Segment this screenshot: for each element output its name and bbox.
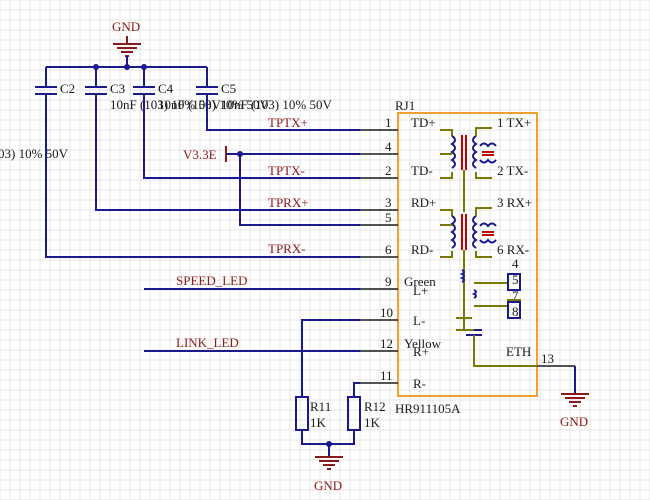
label-pin8-inner: 8 (512, 304, 519, 319)
wire-tptx-plus (206, 94, 360, 131)
net-tptx-minus: TPTX- (268, 163, 305, 178)
c4-ref: C4 (158, 81, 174, 96)
wire-tprx-plus (95, 94, 360, 211)
gnd-bottom-symbol: GND (314, 456, 343, 493)
label-tx-minus: 2 TX- (497, 163, 528, 178)
net-tprx-minus: TPRX- (268, 241, 306, 256)
rx-transformer (440, 207, 497, 258)
r12-value: 1K (364, 415, 381, 430)
pin-1: 1 (385, 115, 392, 130)
pin-12: 12 (380, 336, 393, 351)
pin-3: 3 (385, 195, 392, 210)
gnd-top-symbol: GND (112, 19, 141, 57)
r12-ref: R12 (364, 399, 386, 414)
resistor-r12[interactable]: R12 1K (347, 396, 386, 431)
vcc-label: V3.3E (183, 147, 217, 162)
gnd-top-label: GND (112, 19, 140, 34)
label-tx-plus: 1 TX+ (497, 115, 531, 130)
connector-ref: RJ1 (395, 98, 415, 113)
label-rd-plus: RD+ (411, 195, 436, 210)
pin-10: 10 (380, 305, 393, 320)
gnd-right-symbol: GND (560, 393, 589, 429)
r11-ref: R11 (310, 399, 331, 414)
label-rx-plus: 3 RX+ (497, 195, 532, 210)
tx-transformer (440, 127, 497, 179)
rj45-connector[interactable]: RJ1 HR911105A 1 4 2 3 5 6 9 10 12 11 13 … (360, 98, 575, 416)
net-tptx-plus: TPTX+ (268, 115, 308, 130)
termination-network (456, 170, 537, 367)
capacitor-c5[interactable]: C5 (196, 67, 236, 96)
pin-2: 2 (385, 163, 392, 178)
label-rx-minus: 6 RX- (497, 242, 529, 257)
connector-part: HR911105A (395, 401, 461, 416)
label-td-minus: TD- (411, 163, 433, 178)
net-speed-led: SPEED_LED (176, 273, 248, 288)
gnd-bottom-label: GND (314, 478, 342, 493)
capacitor-c4[interactable]: C4 (133, 67, 174, 96)
label-yellow: Yellow (404, 336, 442, 351)
label-pin4-inner: 4 (512, 256, 519, 271)
wire-tprx-minus (45, 94, 360, 258)
label-r-minus: R- (413, 376, 426, 391)
c3-ref: C3 (110, 81, 125, 96)
c5-ref: C5 (221, 81, 236, 96)
c3-value: 10nF (103) 10% 50V (110, 97, 221, 112)
cap-bus (46, 56, 207, 70)
label-l-plus: L+ (413, 283, 428, 298)
pin-4: 4 (385, 139, 392, 154)
capacitor-c2[interactable]: C2 (35, 67, 75, 96)
pin-11: 11 (380, 368, 393, 383)
c4-value: 10nF (103) 10% 50V (158, 97, 269, 112)
label-rd-minus: RD- (411, 242, 433, 257)
label-td-plus: TD+ (411, 115, 436, 130)
c2-value: 03) 10% 50V (0, 146, 69, 161)
net-link-led: LINK_LED (176, 335, 239, 350)
wire-r12-top (353, 382, 360, 397)
wire-tptx-minus (143, 94, 360, 179)
pin-6: 6 (385, 242, 392, 257)
wire-r11-top (301, 319, 360, 397)
capacitor-c3[interactable]: C3 (85, 67, 125, 96)
pin-13: 13 (541, 351, 554, 366)
c5-value: 10nF (103) 10% 50V (221, 97, 332, 112)
label-pin7-inner: 7 (512, 288, 519, 303)
gnd-right-label: GND (560, 414, 588, 429)
label-green: Green (404, 274, 436, 289)
r11-value: 1K (310, 415, 327, 430)
vcc-symbol: V3.3E (183, 146, 360, 226)
c2-ref: C2 (60, 81, 75, 96)
pin-5: 5 (385, 210, 392, 225)
label-eth: ETH (506, 344, 531, 359)
resistor-r11[interactable]: R11 1K (295, 396, 331, 431)
label-l-minus: L- (413, 313, 425, 328)
pin-9: 9 (385, 274, 392, 289)
label-pin5-inner: 5 (512, 272, 519, 287)
net-tprx-plus: TPRX+ (268, 195, 309, 210)
label-r-plus: R+ (413, 344, 429, 359)
